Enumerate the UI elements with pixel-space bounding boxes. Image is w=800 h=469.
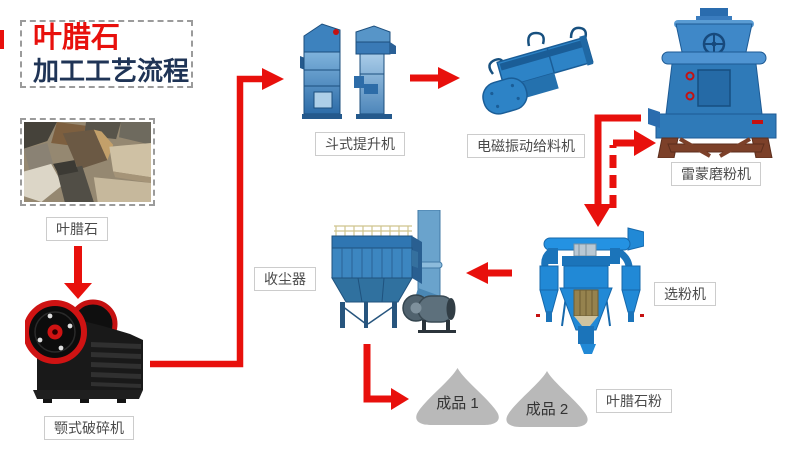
collector-fan [402,294,456,333]
bucket-elevator-illustration [300,22,396,134]
page-title: 叶腊石 [33,22,121,54]
left-edge-red-artifact [0,30,4,49]
crusher-ribs [91,342,141,388]
arrow-crusher-to-elevator [150,68,284,368]
arrow-classifier-to-collector [466,262,512,284]
label-dust-collector: 收尘器 [254,267,316,291]
classifier-left-cyclone [536,265,559,322]
pyrophyllite-rock-image [24,122,151,202]
product-pile-2 [503,370,591,429]
raw-material-photo-frame [20,118,155,206]
classifier-right-cyclone [621,265,644,322]
arrow-elevator-to-feeder [410,67,460,89]
arrow-feeder-mill-to-classifier [584,114,641,227]
raymond-mill-illustration [648,8,792,159]
label-jaw-crusher: 颚式破碎机 [44,416,134,440]
label-classifier: 选粉机 [654,282,716,306]
jaw-crusher-illustration [23,296,145,404]
label-vibrating-feeder: 电磁振动给料机 [467,134,585,158]
title-box [20,20,193,88]
label-raw-material: 叶腊石 [46,217,108,241]
arrow-collector-to-products [363,344,409,410]
label-powder: 叶腊石粉 [596,389,672,413]
product-2-label: 成品 2 [525,401,569,418]
vibrating-feeder-illustration [477,22,599,122]
label-bucket-elevator: 斗式提升机 [315,132,405,156]
mill-base-frame [657,137,773,159]
dust-collector-illustration [326,209,460,334]
product-pile-1 [413,367,502,427]
label-raymond-mill: 雷蒙磨粉机 [671,162,761,186]
collector-railing [334,225,412,236]
page-subtitle: 加工工艺流程 [33,56,190,86]
mill-handwheel [702,32,726,56]
product-1-label: 成品 1 [436,395,479,412]
arrow-raw-to-crusher [64,246,92,299]
classifier-illustration [536,226,645,362]
